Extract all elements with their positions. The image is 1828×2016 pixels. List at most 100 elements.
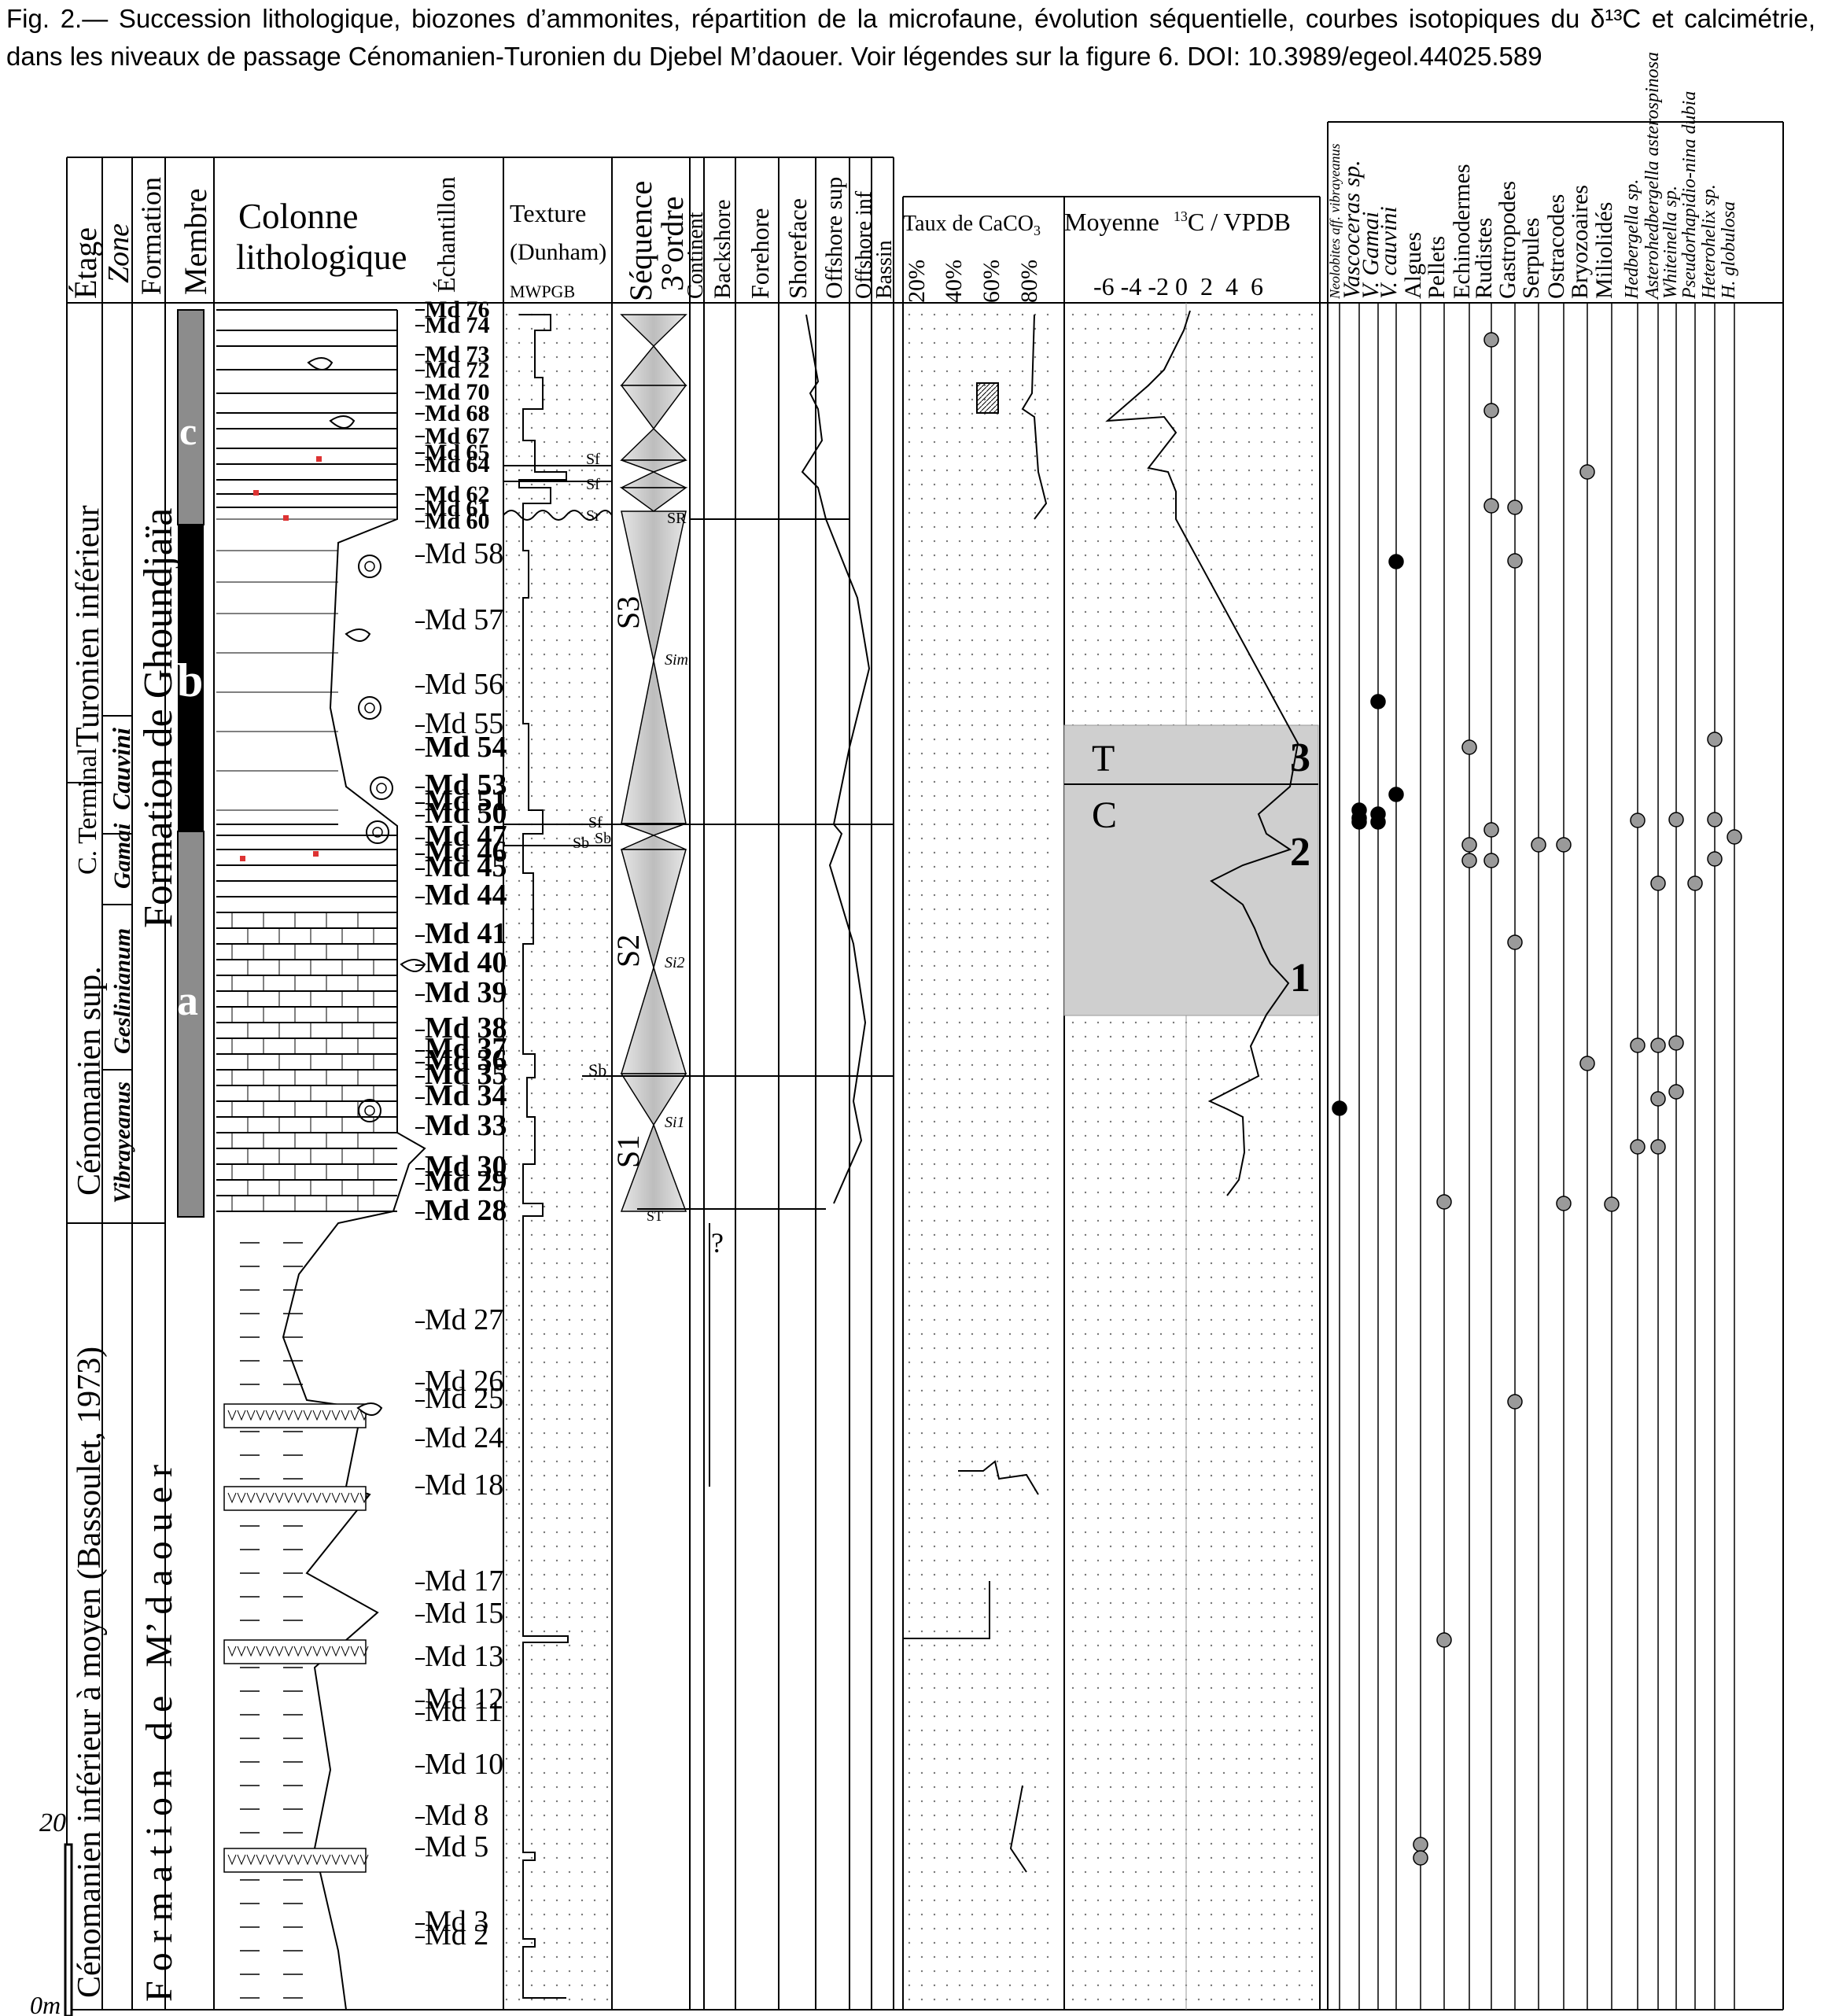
isotope-label-c: C bbox=[1092, 794, 1117, 836]
column-headers: Étage Zone Formation Membre Colonne lith… bbox=[68, 52, 1739, 303]
sample-label: Md 8 bbox=[425, 1799, 488, 1832]
evaporite-v bbox=[312, 1492, 322, 1504]
sequence-triangle bbox=[620, 345, 687, 386]
surface-sb-1: Sb bbox=[573, 835, 589, 852]
sequence-s2: S2 bbox=[610, 934, 646, 967]
microfauna-occurrence bbox=[1413, 1850, 1428, 1866]
evaporite-v bbox=[246, 1492, 256, 1504]
evaporite-v bbox=[237, 1854, 246, 1866]
sample-label: Md 28 bbox=[425, 1194, 507, 1227]
microfauna-occurrence bbox=[1727, 829, 1742, 845]
header-etage: Étage bbox=[68, 227, 103, 299]
environment-column bbox=[709, 314, 871, 1487]
environment-curve bbox=[801, 314, 871, 1204]
ammonite-symbol bbox=[370, 776, 393, 800]
taxon-header: Gastropodes bbox=[1494, 181, 1520, 299]
ammonite-symbol-inner bbox=[372, 827, 383, 838]
microfauna-occurrence bbox=[1650, 875, 1666, 891]
ammonite-occurrence bbox=[1370, 814, 1386, 830]
header-formation: Formation bbox=[135, 177, 167, 295]
shell-symbol bbox=[345, 628, 371, 642]
sample-label: Md 46 bbox=[425, 835, 507, 868]
evaporite-v bbox=[322, 1492, 331, 1504]
evaporite-v bbox=[237, 1410, 246, 1421]
microfauna-occurrence bbox=[1630, 1139, 1646, 1155]
lithology-column bbox=[216, 309, 426, 2010]
header-caco3-sub: 3 bbox=[1034, 223, 1041, 238]
surface-sf-2: Sf bbox=[586, 476, 600, 493]
evaporite-v bbox=[256, 1646, 265, 1657]
microfauna-occurrence bbox=[1461, 837, 1477, 853]
taxon-header: Rudistes bbox=[1471, 218, 1497, 299]
sample-label: Md 3 bbox=[425, 1905, 488, 1938]
mineral-dot bbox=[316, 456, 322, 462]
ammonite-occurrence bbox=[1351, 802, 1367, 818]
sequence-triangle bbox=[620, 385, 687, 430]
evaporite-v bbox=[322, 1410, 331, 1421]
isotope-peak-2: 2 bbox=[1290, 830, 1310, 875]
evaporite-band bbox=[223, 1848, 367, 1873]
evaporite-v bbox=[341, 1646, 350, 1657]
evaporite-v bbox=[350, 1410, 359, 1421]
header-caco3-text: Taux de CaCO bbox=[903, 212, 1034, 236]
stage-cenomanien-inf: Cénomanien inférieur à moyen (Bassoulet,… bbox=[72, 1347, 108, 1998]
surface-labels: Sf Sf Sr Sf Sb Sb Sb ST bbox=[573, 451, 663, 1224]
member-bars: c b a bbox=[177, 309, 205, 1218]
taxon-header: H. globulosa bbox=[1719, 201, 1739, 300]
formation-mdaouer: F o r m a t i o n d e M’ d a o u e r bbox=[138, 1465, 180, 2002]
microfauna-occurrence bbox=[1483, 498, 1499, 514]
ammonite-symbol bbox=[358, 555, 381, 578]
mineral-dot bbox=[253, 490, 259, 496]
scale-bar: 20 0m bbox=[30, 1808, 73, 2016]
sequence-triangle bbox=[619, 487, 688, 512]
ammonite-occurrence bbox=[1332, 1100, 1347, 1116]
texture-dots bbox=[503, 303, 612, 2010]
sample-label: Md 56 bbox=[425, 668, 503, 701]
sequence-triangle bbox=[621, 510, 687, 662]
texture-column bbox=[503, 314, 613, 1999]
ammonite-occurrence bbox=[1370, 694, 1386, 709]
microfauna-occurrence bbox=[1436, 1194, 1452, 1210]
microfauna-occurrence bbox=[1483, 822, 1499, 838]
sample-label: Md 72 bbox=[425, 357, 490, 383]
evaporite-v bbox=[331, 1646, 341, 1657]
header-dunham: (Dunham) bbox=[510, 239, 606, 265]
microfauna-occurrence bbox=[1507, 499, 1523, 515]
sample-label: Md 58 bbox=[425, 537, 503, 570]
taxon-header: Pseudorhapidio-nina dubia bbox=[1679, 91, 1700, 300]
mineral-dot bbox=[283, 515, 289, 521]
isotope-curve bbox=[1105, 310, 1299, 1196]
isotope-labels: T C 3 2 1 bbox=[1092, 735, 1310, 1001]
sample-label: Md 17 bbox=[425, 1565, 503, 1598]
sample-label: Md 47 bbox=[425, 820, 507, 853]
caco3-column bbox=[903, 314, 1048, 1873]
sample-label: Md 40 bbox=[425, 946, 507, 979]
stage-c-terminal: C. Terminal bbox=[73, 748, 102, 875]
sequence-triangle bbox=[621, 823, 687, 836]
header-isotope-rest: C / VPDB bbox=[1188, 208, 1291, 236]
evaporite-v bbox=[275, 1410, 284, 1421]
header-offshore-sup: Offshore sup bbox=[821, 177, 847, 299]
evaporite-v bbox=[359, 1854, 369, 1866]
microfauna-occurrence bbox=[1668, 1084, 1684, 1100]
microfauna-occurrence bbox=[1707, 732, 1723, 747]
sample-label: Md 53 bbox=[425, 768, 507, 802]
header-shoreface: Shoreface bbox=[783, 198, 812, 299]
taxon-header: V. Gamai bbox=[1358, 212, 1384, 299]
sample-label: Md 55 bbox=[425, 707, 503, 740]
taxon-header: Serpules bbox=[1518, 218, 1544, 299]
evaporite-v bbox=[237, 1646, 246, 1657]
sample-label: Md 10 bbox=[425, 1748, 503, 1781]
sample-label: Md 2 bbox=[425, 1918, 488, 1952]
evaporite-v bbox=[303, 1854, 312, 1866]
microfauna-occurrence bbox=[1483, 332, 1499, 348]
sample-label: Md 12 bbox=[425, 1682, 503, 1716]
sample-label: Md 36 bbox=[425, 1044, 507, 1077]
sample-label: Md 26 bbox=[425, 1365, 503, 1398]
evaporite-v bbox=[237, 1492, 246, 1504]
microfauna-occurrence bbox=[1707, 851, 1723, 867]
member-a-label: a bbox=[177, 977, 198, 1024]
evaporite-v bbox=[322, 1854, 331, 1866]
sample-label: Md 35 bbox=[425, 1058, 507, 1091]
sample-label: Md 61 bbox=[425, 496, 490, 522]
